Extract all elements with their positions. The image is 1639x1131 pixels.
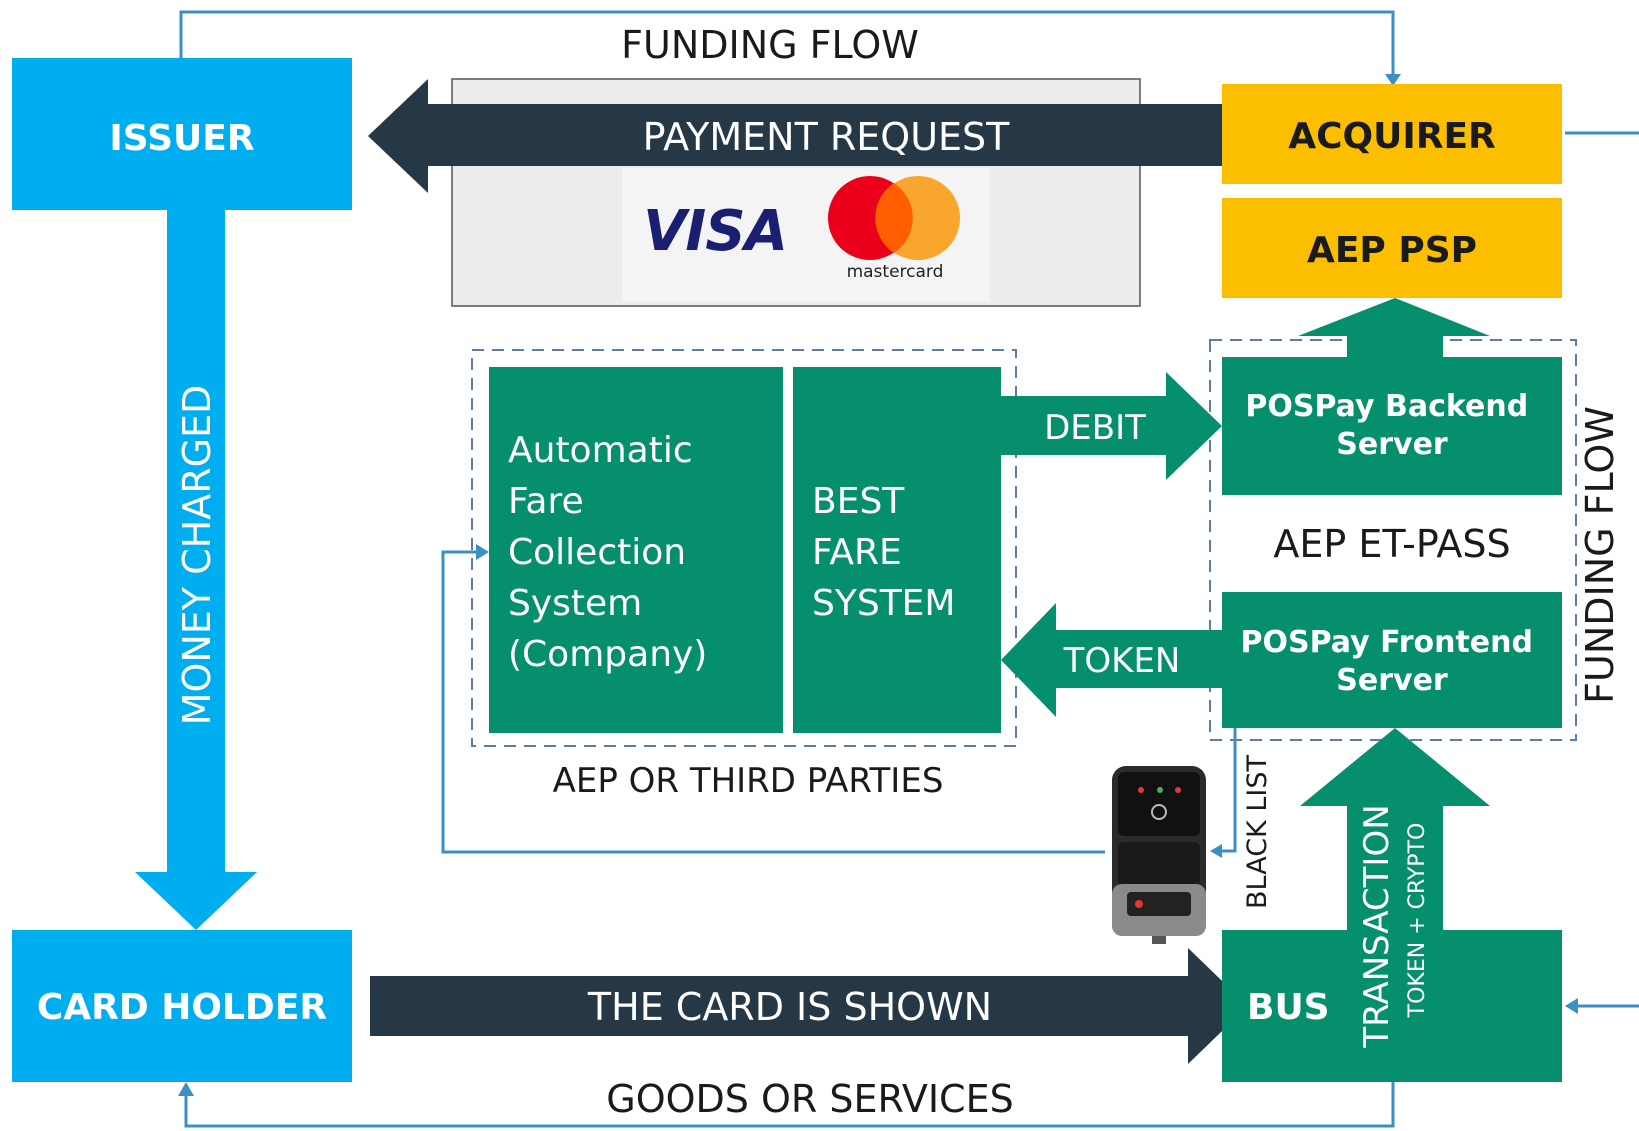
- best-fare-line-1: BEST: [812, 481, 905, 522]
- payment-request-label: PAYMENT REQUEST: [643, 115, 1011, 159]
- pospay-frontend-label: POSPay Frontend Server: [1241, 625, 1544, 698]
- goods-services-connector: [184, 1082, 1395, 1128]
- aep-et-pass-label: AEP ET-PASS: [1273, 522, 1510, 566]
- money-charged-label: MONEY CHARGED: [175, 385, 219, 726]
- pospay-frontend-line-1: POSPay Frontend: [1241, 625, 1533, 660]
- issuer-box: [12, 58, 352, 210]
- best-fare-system-box: [793, 367, 1001, 733]
- pospay-backend-line-2: Server: [1336, 427, 1448, 462]
- card-shown-arrow: [370, 948, 1248, 1064]
- best-fare-line-2: FARE: [812, 532, 902, 573]
- visa-logo: VISA: [643, 199, 787, 264]
- afc-system-box: [489, 367, 783, 733]
- funding-flow-arrowhead-right: [1565, 998, 1578, 1014]
- aep-psp-box: [1222, 198, 1562, 298]
- funding-flow-label-top: FUNDING FLOW: [621, 23, 919, 67]
- best-fare-system-label: BEST FARE SYSTEM: [812, 481, 956, 624]
- payment-request-arrow: [368, 79, 1225, 193]
- pospay-backend-label: POSPay Backend Server: [1245, 389, 1538, 462]
- funding-flow-connector-top: [179, 10, 1395, 78]
- goods-services-arrowhead: [178, 1082, 194, 1096]
- card-shown-label: THE CARD IS SHOWN: [587, 985, 992, 1029]
- funding-flow-label-side: FUNDING FLOW: [1578, 406, 1622, 704]
- afc-line-2: Fare: [508, 481, 584, 522]
- debit-arrow: [1001, 372, 1222, 480]
- issuer-label: ISSUER: [109, 118, 254, 159]
- transaction-label: TRANSACTION: [1357, 804, 1397, 1048]
- best-fare-line-3: SYSTEM: [812, 583, 956, 624]
- afc-system-label: Automatic Fare Collection System (Compan…: [508, 430, 707, 675]
- third-parties-group: [471, 349, 1017, 747]
- money-charged-arrow: [135, 210, 257, 930]
- token-crypto-label: TOKEN + CRYPTO: [1405, 823, 1430, 1019]
- token-label: TOKEN: [1063, 641, 1181, 681]
- card-holder-box: [12, 930, 352, 1082]
- funding-flow-arrowhead-top: [1385, 74, 1401, 86]
- aep-psp-label: AEP PSP: [1307, 230, 1477, 271]
- afc-line-3: Collection: [508, 532, 686, 573]
- transaction-arrow: [1300, 728, 1490, 930]
- mastercard-logo: mastercard: [828, 176, 960, 282]
- afc-line-1: Automatic: [508, 430, 693, 471]
- bus-label: BUS: [1247, 987, 1330, 1028]
- acquirer-label: ACQUIRER: [1288, 116, 1496, 157]
- validator-to-afc-connector: [441, 550, 1105, 854]
- afc-line-5: (Company): [508, 634, 707, 675]
- frontend-to-validator-arrowhead: [1210, 844, 1222, 858]
- black-list-label: BLACK LIST: [1242, 755, 1273, 909]
- debit-label: DEBIT: [1044, 408, 1146, 448]
- pospay-frontend-line-2: Server: [1336, 663, 1448, 698]
- acquirer-box: [1222, 84, 1562, 184]
- card-holder-label: CARD HOLDER: [37, 987, 327, 1028]
- pospay-backend-box: [1222, 357, 1562, 495]
- backend-to-psp-arrow: [1298, 298, 1490, 357]
- goods-services-label: GOODS OR SERVICES: [606, 1077, 1013, 1121]
- black-list-connector: [1222, 728, 1237, 853]
- afc-line-4: System: [508, 583, 642, 624]
- card-validator-device-icon: [1112, 766, 1206, 944]
- bus-box: [1222, 930, 1562, 1082]
- validator-to-afc-arrowhead: [476, 544, 489, 560]
- pospay-backend-line-1: POSPay Backend: [1245, 389, 1528, 424]
- pospay-frontend-box: [1222, 592, 1562, 728]
- third-parties-label: AEP OR THIRD PARTIES: [553, 761, 944, 801]
- token-arrow: [1001, 603, 1222, 717]
- mastercard-wordmark: mastercard: [847, 262, 944, 282]
